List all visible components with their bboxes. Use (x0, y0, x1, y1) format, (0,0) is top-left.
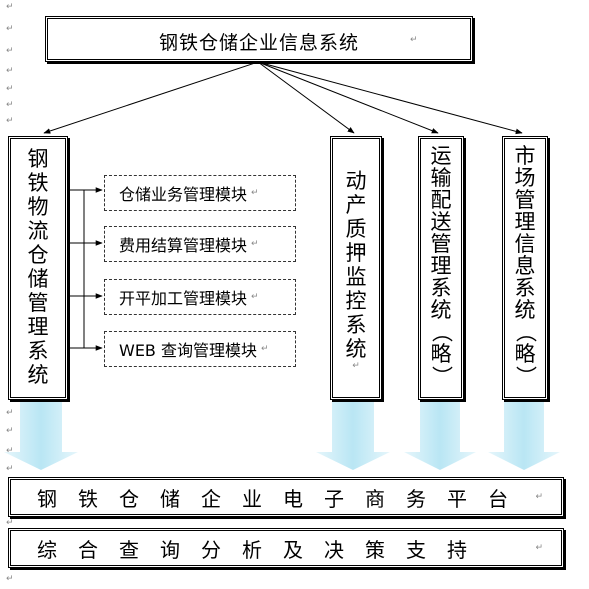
para-mark: ↵ (6, 24, 14, 34)
main-system-box: 钢 铁 物 流 仓 储 管 理 系 统 (8, 136, 68, 400)
para-mark: ↵ (535, 492, 543, 502)
transport-char: 运 (430, 144, 452, 168)
transport-char: 理 (430, 254, 452, 278)
connector-pledge (257, 61, 355, 134)
connector-transport (257, 61, 439, 134)
para-mark: ↵ (6, 446, 14, 456)
module-label: 仓储业务管理模块 (119, 185, 248, 204)
market-system-box: 市 场 管 理 信 息 系 统 （ 略 ） (502, 136, 548, 400)
pledge-char: 动 (345, 169, 367, 193)
module-label: 开平加工管理模块 (119, 289, 248, 308)
pledge-char: 产 (345, 193, 367, 217)
market-char: 信 (514, 232, 536, 256)
ecommerce-platform-band: 钢铁仓储企业电子商务平台 ↵ (8, 477, 564, 517)
market-char: 统 (514, 298, 536, 322)
market-char: 管 (514, 188, 536, 212)
para-mark: ↵ (261, 344, 269, 354)
pledge-char: 统 (345, 337, 367, 361)
module-fee-settlement: 费用结算管理模块 ↵ (104, 226, 296, 262)
title-box: 钢铁仓储企业信息系统 ↵ (45, 16, 473, 62)
para-mark: ↵ (410, 35, 419, 45)
para-mark: ↵ (6, 116, 14, 126)
para-mark: ↵ (6, 518, 14, 528)
block-arrows (4, 402, 560, 470)
block-arrow-main (4, 402, 78, 470)
para-mark: ↵ (6, 100, 14, 110)
transport-char: 送 (430, 210, 452, 234)
module-processing: 开平加工管理模块 ↵ (104, 279, 296, 315)
block-arrow-transport (404, 402, 476, 470)
para-mark: ↵ (251, 239, 259, 249)
para-mark: ↵ (6, 2, 14, 12)
module-web-query: WEB 查询管理模块 ↵ (104, 331, 296, 367)
market-char: ） (513, 365, 537, 387)
pledge-char: 质 (345, 217, 367, 241)
market-char: 略 (514, 342, 536, 366)
market-char: 市 (514, 144, 536, 168)
pledge-char: 控 (345, 289, 367, 313)
module-label: WEB 查询管理模块 (119, 341, 257, 360)
transport-system-box: 运 输 配 送 管 理 系 统 （ 略 ） (418, 136, 464, 400)
transport-char: ） (429, 365, 453, 387)
transport-char: 统 (430, 298, 452, 322)
para-mark: ↵ (6, 574, 14, 584)
pledge-char: 系 (345, 313, 367, 337)
market-char: 系 (514, 276, 536, 300)
module-warehouse-business: 仓储业务管理模块 ↵ (104, 175, 296, 211)
main-char: 钢 (27, 147, 49, 171)
transport-char: 管 (430, 232, 452, 256)
transport-char: 配 (430, 188, 452, 212)
para-mark: ↵ (6, 464, 14, 474)
para-mark: ↵ (6, 426, 14, 436)
para-mark: ↵ (6, 84, 14, 94)
main-char: 统 (27, 363, 49, 387)
main-char: 系 (27, 339, 49, 363)
decision-support-band: 综合查询分析及决策支持 ↵ (8, 528, 564, 568)
market-char: 息 (514, 254, 536, 278)
connector-main (43, 61, 259, 134)
module-label: 费用结算管理模块 (119, 236, 248, 255)
para-mark: ↵ (251, 292, 259, 302)
main-char: 铁 (27, 171, 49, 195)
transport-char: 输 (430, 166, 452, 190)
connector-market (257, 61, 523, 135)
para-mark: ↵ (6, 408, 14, 418)
pledge-system-box: 动 产 质 押 监 控 系 统 ↵ (330, 136, 382, 400)
connector-lines (43, 61, 523, 135)
block-arrow-pledge (316, 402, 390, 470)
para-mark: ↵ (6, 46, 14, 56)
transport-char: 系 (430, 276, 452, 300)
market-char: （ (513, 321, 537, 343)
transport-char: （ (429, 321, 453, 343)
transport-char: 略 (430, 342, 452, 366)
market-char: 场 (514, 166, 536, 190)
para-mark: ↵ (352, 361, 360, 371)
main-char: 理 (27, 315, 49, 339)
para-mark: ↵ (535, 543, 543, 553)
platform-label: 钢铁仓储企业电子商务平台 (37, 486, 529, 511)
para-mark: ↵ (251, 188, 259, 198)
main-char: 管 (27, 291, 49, 315)
module-bracket (68, 187, 103, 351)
decision-label: 综合查询分析及决策支持 (37, 537, 488, 562)
pledge-char: 监 (345, 265, 367, 289)
pledge-char: 押 (345, 241, 367, 265)
main-char: 储 (27, 267, 49, 291)
para-mark: ↵ (6, 66, 14, 76)
main-char: 流 (27, 219, 49, 243)
block-arrow-market (488, 402, 560, 470)
main-char: 物 (27, 195, 49, 219)
market-char: 理 (514, 210, 536, 234)
main-char: 仓 (27, 243, 49, 267)
title-text: 钢铁仓储企业信息系统 (158, 32, 359, 54)
